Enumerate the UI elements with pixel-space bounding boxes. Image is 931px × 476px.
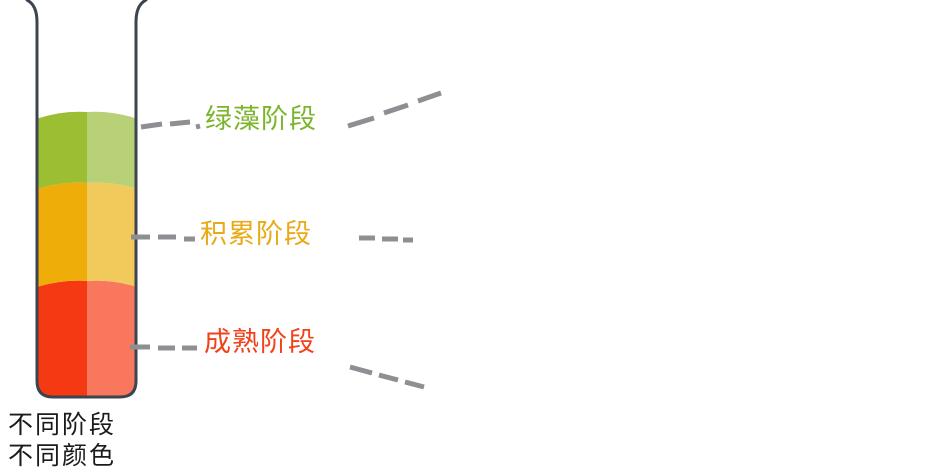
section-fill-green-left <box>37 111 87 191</box>
connector-dash <box>417 90 442 104</box>
connector-dash <box>404 379 425 390</box>
connector-dash <box>383 102 409 116</box>
connector-dash <box>378 372 399 383</box>
section-fill-yellow-left <box>37 182 87 289</box>
section-fill-yellow-right <box>87 182 136 289</box>
connector-red-left <box>130 344 197 351</box>
stage-label-green: 绿藻阶段 <box>205 104 317 134</box>
section-fill-red-right <box>87 280 136 397</box>
connector-red-right <box>349 364 425 390</box>
connector-dash <box>140 121 163 130</box>
connector-dash <box>169 119 191 127</box>
connector-dashes-group <box>130 90 442 390</box>
connector-yellow-left <box>131 234 195 242</box>
tube-outline <box>25 0 148 399</box>
connector-dash <box>195 123 201 130</box>
stage-label-red: 成熟阶段 <box>204 327 316 357</box>
connector-dash <box>349 364 373 376</box>
section-fill-green-right <box>87 111 136 191</box>
caption-block: 不同阶段 不同颜色 <box>8 410 116 473</box>
connector-yellow-right <box>359 235 413 243</box>
connector-green-left <box>140 119 201 130</box>
connector-dash <box>347 115 375 129</box>
caption-line-2: 不同颜色 <box>8 442 117 471</box>
caption-line-1: 不同阶段 <box>8 411 117 439</box>
tube-liquid-group <box>37 111 136 397</box>
section-fill-red-left <box>37 280 87 397</box>
connector-green-right <box>347 90 442 129</box>
stage-label-yellow: 积累阶段 <box>200 219 312 249</box>
